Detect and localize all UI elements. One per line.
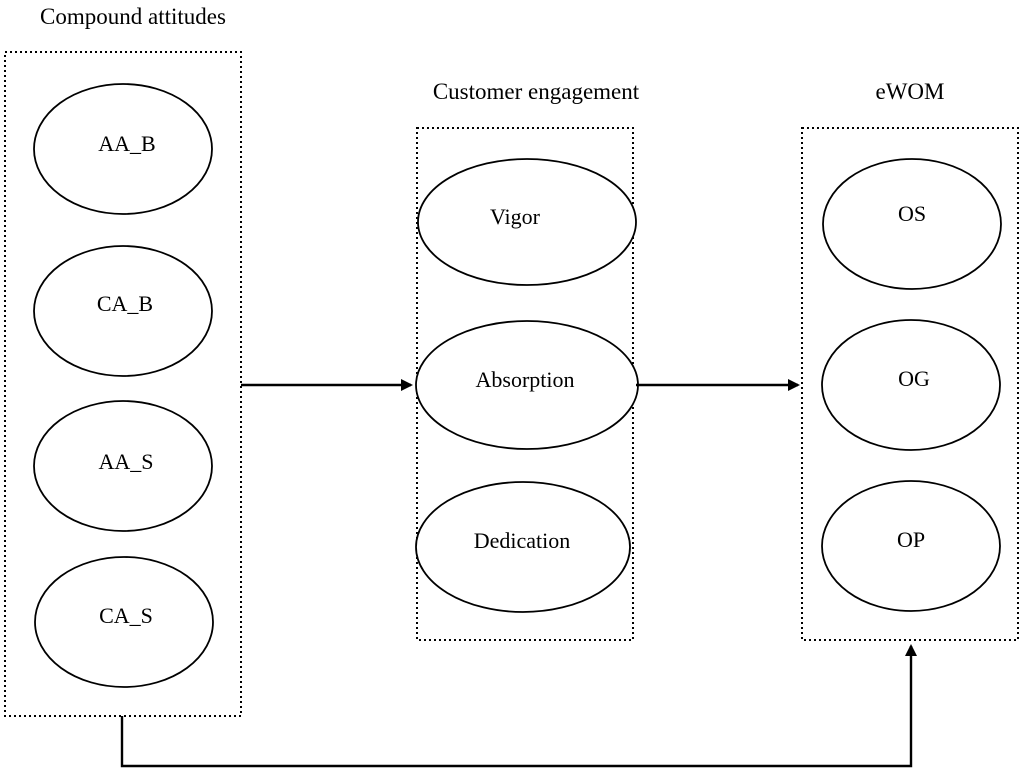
ewom-box (801, 127, 1019, 641)
node-aa-s-ellipse (33, 400, 213, 532)
node-absorption-label: Absorption (476, 367, 575, 392)
node-aa-s-label: AA_S (98, 449, 153, 474)
node-vigor: Vigor (417, 158, 637, 286)
node-ca-s-label: CA_S (99, 603, 153, 628)
node-og-label: OG (898, 366, 930, 391)
node-vigor-ellipse (417, 158, 637, 286)
node-op-label: OP (897, 527, 925, 552)
node-dedication-label: Dedication (474, 528, 571, 553)
node-os-label: OS (898, 201, 926, 226)
compound-attitudes-title: Compound attitudes (40, 4, 226, 29)
node-op-ellipse (821, 480, 1001, 612)
node-ca-s: CA_S (34, 556, 214, 688)
node-absorption: Absorption (415, 320, 639, 450)
node-aa-b-label: AA_B (98, 131, 155, 156)
arrow-compound-to-ewom (120, 644, 917, 768)
node-dedication: Dedication (415, 481, 631, 613)
node-op: OP (821, 480, 1001, 612)
node-os: OS (822, 158, 1002, 290)
customer-engagement-title: Customer engagement (433, 79, 640, 104)
node-ca-s-ellipse (34, 556, 214, 688)
node-aa-b: AA_B (33, 83, 213, 215)
node-aa-b-ellipse (33, 83, 213, 215)
ewom-title: eWOM (876, 79, 945, 104)
node-dedication-ellipse (415, 481, 631, 613)
node-og: OG (821, 319, 1001, 451)
node-ca-b: CA_B (33, 245, 213, 377)
node-os-ellipse (822, 158, 1002, 290)
node-og-ellipse (821, 319, 1001, 451)
node-vigor-label: Vigor (490, 204, 541, 229)
node-ca-b-label: CA_B (97, 291, 153, 316)
node-aa-s: AA_S (33, 400, 213, 532)
node-ca-b-ellipse (33, 245, 213, 377)
